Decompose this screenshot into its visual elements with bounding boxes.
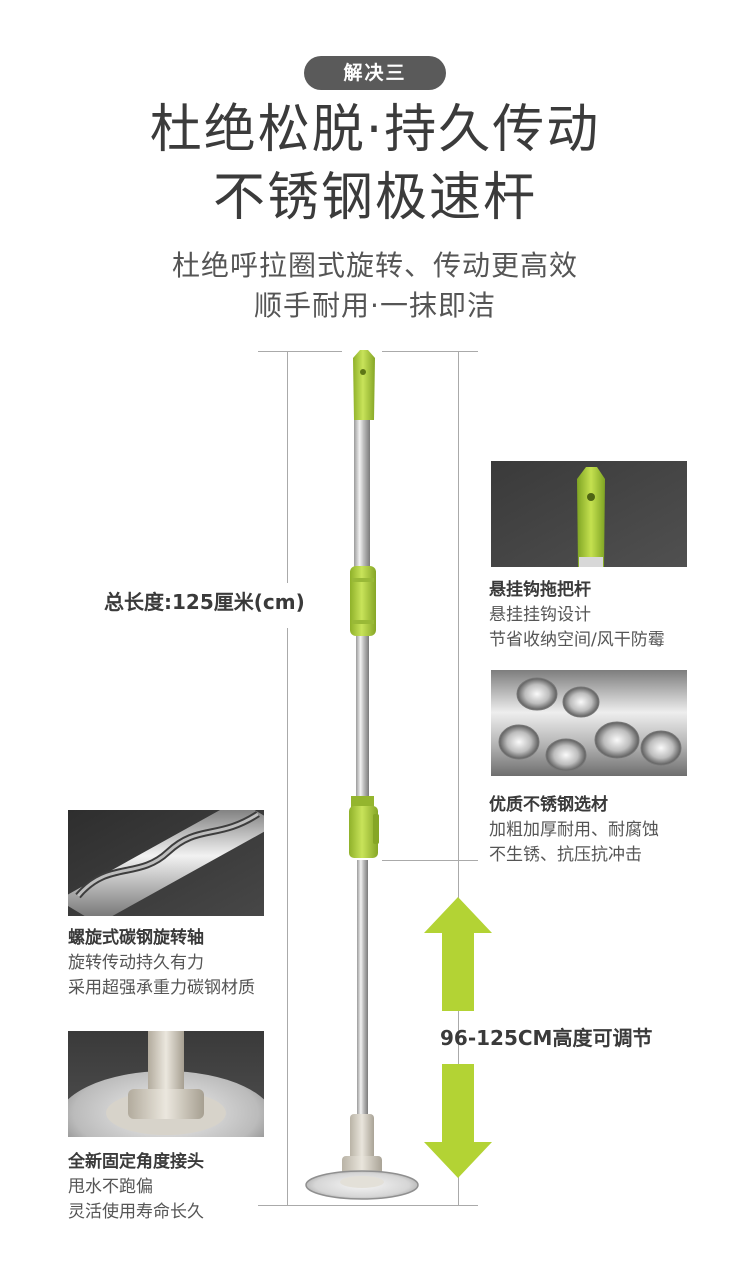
joint-photo [68,1031,264,1137]
dimension-top-left-line [258,351,342,352]
mop-illustration [305,350,419,1200]
section-badge: 解决三 [304,56,446,90]
steel-line2: 不生锈、抗压抗冲击 [489,845,642,865]
joint-line1: 甩水不跑偏 [68,1177,153,1197]
subtitle-line1: 杜绝呼拉圈式旋转、传动更高效 [171,249,578,282]
total-length-line-lower [287,628,288,1205]
spiral-shaft-photo [68,810,264,916]
hook-photo [491,461,687,567]
height-adjust-label: 96-125CM高度可调节 [440,1026,653,1050]
page-title-line2: 不锈钢极速杆 [212,168,537,228]
spiral-title: 螺旋式碳钢旋转轴 [68,928,204,948]
subtitle-line2: 顺手耐用·一抹即洁 [254,289,496,322]
steel-title: 优质不锈钢选材 [489,795,608,815]
adjust-height-line [458,351,459,1205]
joint-line2: 灵活使用寿命长久 [68,1202,204,1222]
joint-title: 全新固定角度接头 [68,1152,204,1172]
steel-tubes-photo [491,670,687,776]
steel-line1: 加粗加厚耐用、耐腐蚀 [489,820,659,840]
spiral-line1: 旋转传动持久有力 [68,953,204,973]
hook-line2: 节省收纳空间/风干防霉 [489,630,665,650]
page-title-line1: 杜绝松脱·持久传动 [149,100,601,160]
arrow-down-icon [424,1064,492,1178]
total-length-label: 总长度:125厘米(cm) [104,590,305,614]
arrow-up-icon [424,897,492,1011]
dimension-mid-line [382,860,478,861]
hook-title: 悬挂钩拖把杆 [489,580,591,600]
dimension-bottom-line [258,1205,478,1206]
hook-line1: 悬挂挂钩设计 [489,605,591,625]
total-length-line-upper [287,351,288,583]
dimension-top-right-line [382,351,478,352]
spiral-line2: 采用超强承重力碳钢材质 [68,978,255,998]
